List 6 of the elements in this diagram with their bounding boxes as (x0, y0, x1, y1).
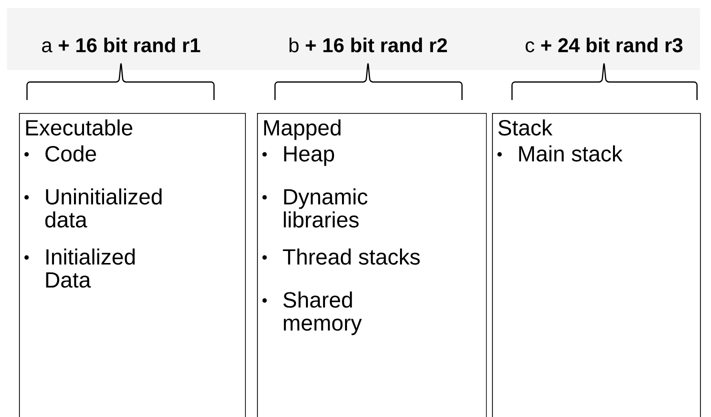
memory-region-box: Executable Code Uninitialized data Initialized Data (19, 113, 246, 417)
region-label: c + 24 bit rand r3 (526, 38, 682, 52)
region-label: a + 16 bit rand r1 (42, 38, 200, 52)
memory-region-box: Mapped Heap Dynamic libraries Thread stacks Shared memory (257, 113, 487, 417)
region-label: b + 16 bit rand r2 (290, 38, 447, 52)
memory-region-box: Stack Main stack (492, 113, 701, 417)
